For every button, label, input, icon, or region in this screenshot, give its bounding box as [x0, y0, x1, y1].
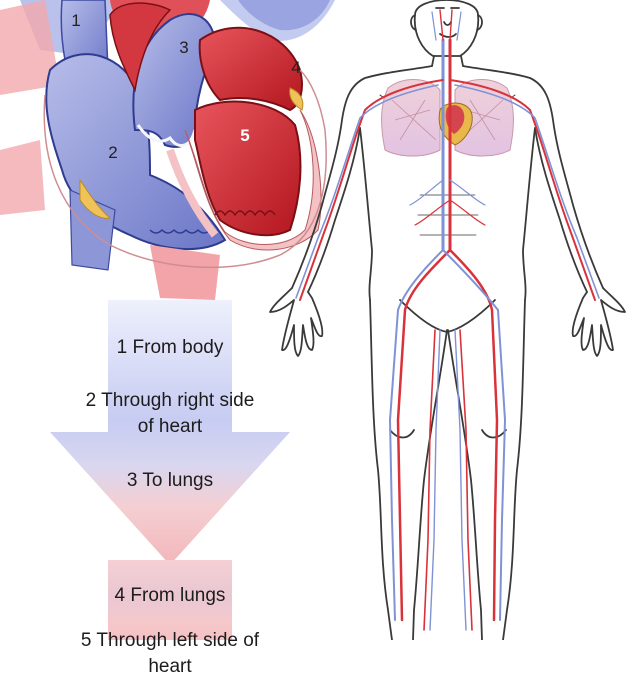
step-3: 3 To lungs	[60, 468, 280, 494]
step-2-text: Through right side of heart	[101, 390, 254, 437]
heart-cross-section	[0, 0, 335, 300]
step-1-number: 1	[117, 337, 128, 358]
step-4: 4 From lungs	[60, 583, 280, 609]
heart-marker-5: 5	[234, 125, 256, 147]
blood-vessels	[296, 10, 599, 630]
step-1: 1 From body	[60, 335, 280, 361]
heart-marker-3: 3	[173, 37, 195, 59]
circulation-diagram: 1 2 3 4 5 1 From body 2 Through right si…	[0, 0, 640, 640]
step-1-text: From body	[133, 337, 224, 358]
illustration	[0, 0, 640, 640]
step-4-text: From lungs	[130, 585, 225, 606]
step-5-number: 5	[81, 630, 92, 651]
heart-marker-1: 1	[65, 10, 87, 32]
step-2: 2 Through right side of heart	[85, 388, 255, 440]
human-figure	[270, 0, 625, 640]
step-3-number: 3	[127, 470, 138, 491]
step-2-number: 2	[86, 390, 97, 411]
step-4-number: 4	[115, 585, 126, 606]
step-5-text: Through left side of heart	[96, 630, 259, 677]
heart-marker-2: 2	[102, 142, 124, 164]
step-5: 5 Through left side of heart	[60, 628, 280, 680]
step-3-text: To lungs	[142, 470, 213, 491]
heart-marker-4: 4	[285, 57, 307, 79]
